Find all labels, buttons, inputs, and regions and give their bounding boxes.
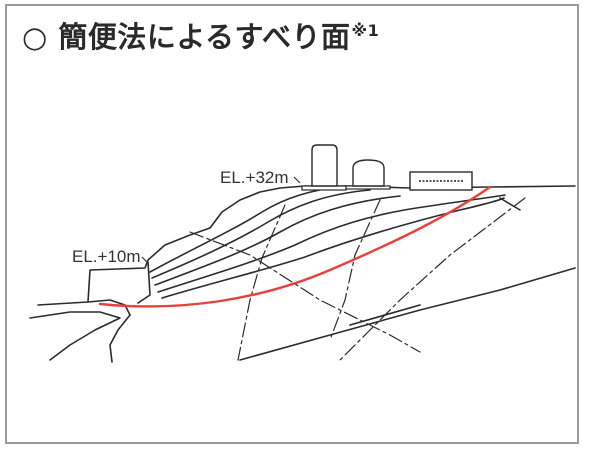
stratum-line xyxy=(151,189,371,279)
fault-line xyxy=(339,197,526,361)
fault-line xyxy=(237,204,286,361)
bedding-line xyxy=(239,267,576,361)
figure-frame xyxy=(5,4,579,444)
el-lower-label: EL.+10m xyxy=(72,247,141,266)
slip-surface-line xyxy=(98,185,492,308)
el-upper-leader xyxy=(293,176,301,184)
fault-line xyxy=(329,199,381,341)
title-note: ※1 xyxy=(351,21,380,41)
lower-terrace-line xyxy=(137,261,151,304)
building-group xyxy=(301,144,473,191)
fault-line xyxy=(189,231,421,353)
cliff-toe-line xyxy=(29,311,121,361)
stratum-line xyxy=(149,185,346,273)
dome-building xyxy=(352,159,385,187)
cliff-base-line xyxy=(87,299,131,316)
stratum-line xyxy=(154,195,401,286)
figure-title: ○ 簡便法によるすべり面※1 xyxy=(22,14,379,56)
stratum-line xyxy=(161,197,505,299)
tall-building xyxy=(311,144,338,187)
el-upper-label: EL.+32m xyxy=(220,168,289,187)
title-text: ○ 簡便法によるすべり面 xyxy=(22,20,351,54)
bedding-line xyxy=(499,197,521,211)
cliff-face-line xyxy=(109,314,131,363)
el-lower-leader xyxy=(141,256,149,264)
